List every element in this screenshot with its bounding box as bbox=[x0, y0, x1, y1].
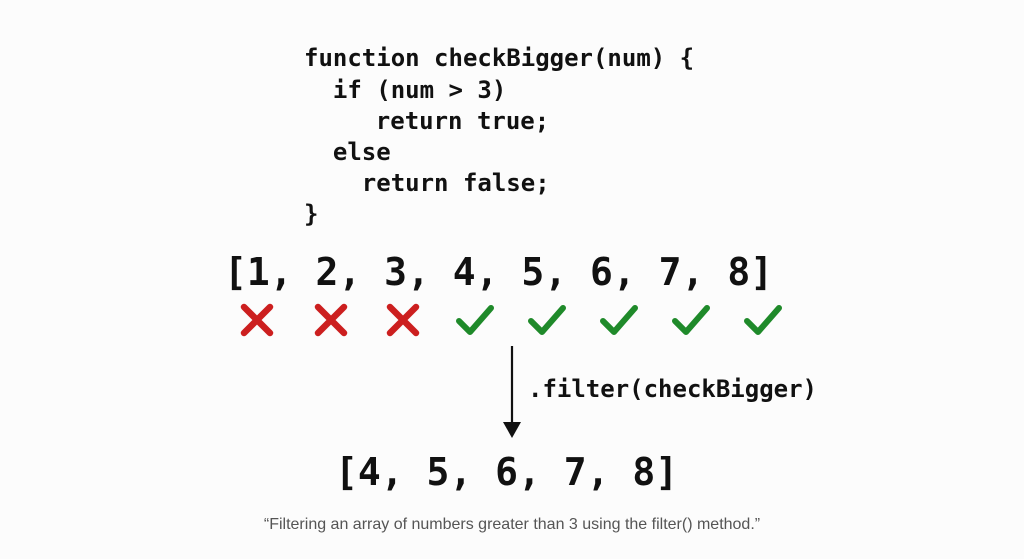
check-icon bbox=[671, 300, 711, 340]
check-icon bbox=[743, 300, 783, 340]
check-icon bbox=[527, 300, 567, 340]
input-array: [1, 2, 3, 4, 5, 6, 7, 8] bbox=[224, 250, 774, 294]
code-line: return false; bbox=[304, 169, 550, 197]
code-line: function checkBigger(num) { bbox=[304, 44, 695, 72]
code-line: } bbox=[304, 200, 319, 228]
down-arrow-icon bbox=[500, 346, 524, 440]
cross-icon bbox=[383, 300, 423, 340]
caption: “Filtering an array of numbers greater t… bbox=[263, 516, 761, 533]
cross-icon bbox=[237, 300, 277, 340]
check-icon bbox=[455, 300, 495, 340]
filter-method-label: .filter(checkBigger) bbox=[528, 375, 817, 403]
output-array: [4, 5, 6, 7, 8] bbox=[335, 450, 679, 494]
cross-icon bbox=[311, 300, 351, 340]
code-line: return true; bbox=[318, 107, 550, 135]
check-icon bbox=[599, 300, 639, 340]
code-line: if (num > 3) bbox=[304, 76, 507, 104]
code-line: else bbox=[304, 138, 391, 166]
